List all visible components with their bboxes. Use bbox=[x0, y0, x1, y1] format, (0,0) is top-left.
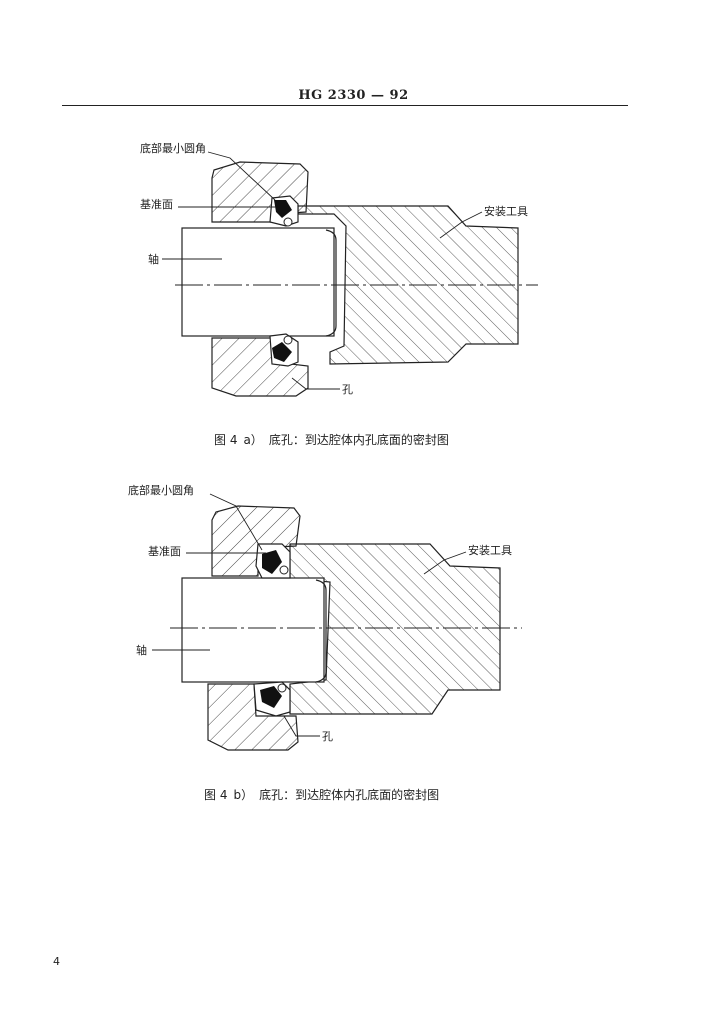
label-min-chamfer: 底部最小圆角 bbox=[140, 141, 206, 155]
figure-b-caption-part: b） bbox=[233, 788, 254, 802]
label-bore: 孔 bbox=[322, 730, 333, 743]
label-reference-face: 基准面 bbox=[148, 545, 181, 558]
label-bore: 孔 bbox=[342, 383, 353, 396]
figure-b-caption: 图 4 b） 底孔：到达腔体内孔底面的密封图 bbox=[204, 786, 445, 803]
figure-a-drawing: 底部最小圆角 基准面 安装工具 轴 孔 bbox=[140, 141, 538, 397]
installation-tool bbox=[297, 205, 519, 365]
shaft bbox=[181, 227, 335, 337]
figure-b-caption-number: 图 4 bbox=[204, 788, 228, 802]
installation-tool bbox=[289, 543, 501, 715]
page-header-title: HG 2330 — 92 bbox=[298, 88, 409, 103]
label-min-chamfer: 底部最小圆角 bbox=[128, 483, 194, 497]
housing-top bbox=[211, 505, 301, 577]
figure-b-drawing: 底部最小圆角 基准面 安装工具 轴 孔 bbox=[128, 483, 522, 751]
page-number: 4 bbox=[53, 955, 60, 968]
label-installation-tool: 安装工具 bbox=[468, 543, 512, 557]
figure-a-caption-text: 底孔：到达腔体内孔底面的密封图 bbox=[268, 433, 449, 447]
label-shaft: 轴 bbox=[136, 643, 147, 657]
label-reference-face: 基准面 bbox=[140, 198, 173, 211]
header-divider bbox=[62, 105, 628, 106]
figure-a-caption: 图 4 a） 底孔：到达腔体内孔底面的密封图 bbox=[214, 431, 455, 448]
label-shaft: 轴 bbox=[148, 252, 159, 266]
figure-a-caption-part: a） bbox=[243, 433, 263, 447]
label-installation-tool: 安装工具 bbox=[484, 204, 528, 218]
figure-a-caption-number: 图 4 bbox=[214, 433, 238, 447]
figure-b-caption-text: 底孔：到达腔体内孔底面的密封图 bbox=[259, 788, 440, 802]
shaft bbox=[181, 577, 325, 683]
